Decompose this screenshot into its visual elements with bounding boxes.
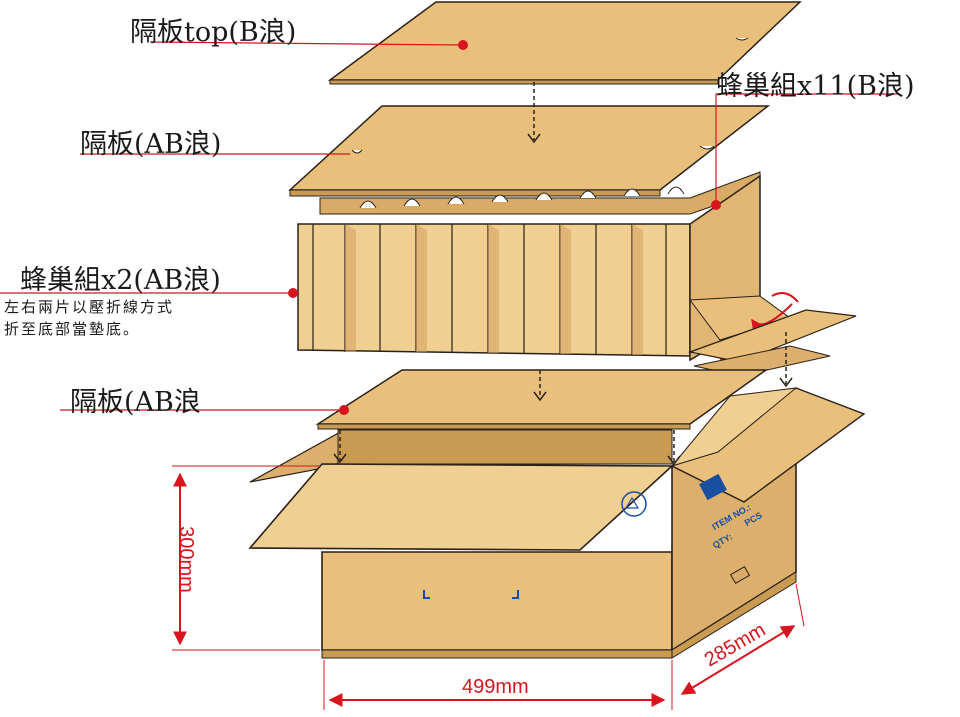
honeycomb-b-label: 蜂巢組x11(B浪)	[716, 71, 915, 102]
top-divider-label: 隔板top(B浪)	[130, 17, 297, 48]
recycle-icon	[621, 491, 647, 517]
dimension-lines	[172, 465, 805, 710]
leader-lines	[0, 41, 900, 411]
guide-arrow-heads	[333, 133, 793, 466]
brand-logo-mark	[699, 473, 727, 501]
middle-divider-panel	[288, 105, 771, 197]
middle-divider-label: 隔板(AB浪)	[80, 129, 222, 160]
honeycomb-ab-note-line1: 左右兩片以壓折線方式	[4, 298, 175, 316]
height-dimension: 300mm	[174, 526, 197, 593]
honeycomb-grid	[288, 171, 792, 362]
width-dimension: 499mm	[462, 676, 529, 698]
carton-box	[248, 387, 866, 659]
assembly-guide-arrows	[339, 82, 787, 462]
honeycomb-ab-note-line2: 折至底部當墊底。	[4, 320, 141, 338]
top-divider-panel	[327, 1, 802, 85]
folded-leaf	[687, 309, 857, 377]
bottom-divider-panel	[315, 369, 769, 430]
honeycomb-ab-label: 蜂巢組x2(AB浪)	[20, 265, 221, 296]
bottom-divider-label: 隔板(AB浪	[70, 387, 201, 418]
